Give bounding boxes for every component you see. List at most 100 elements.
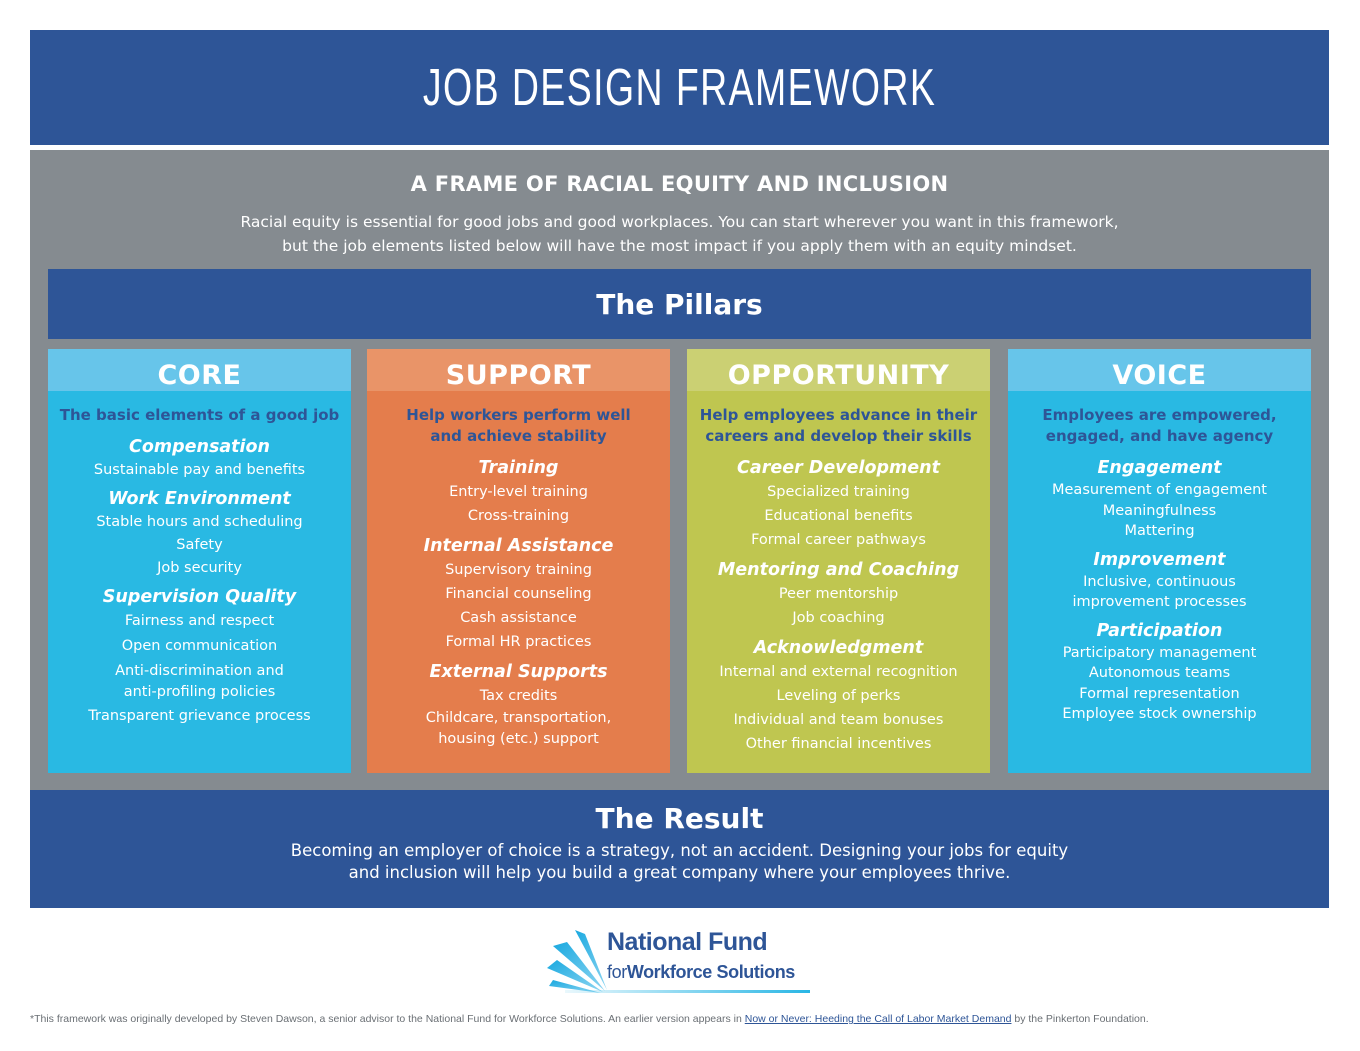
subtitle-line: careers and develop their skills: [705, 427, 972, 445]
category-improvement: Improvement Inclusive, continuous improv…: [1008, 548, 1311, 613]
list-item: Employee stock ownership: [1062, 706, 1257, 722]
pillar-voice: VOICE Employees are empowered, engaged, …: [1008, 349, 1311, 773]
page-title: JOB DESIGN FRAMEWORK: [422, 58, 937, 117]
pillar-subtitle: Help employees advance in their careers …: [687, 405, 990, 447]
result-banner: The Result Becoming an employer of choic…: [30, 790, 1329, 908]
frame-description-line: Racial equity is essential for good jobs…: [240, 213, 1119, 231]
result-description: Becoming an employer of choice is a stra…: [30, 840, 1329, 884]
list-item: Entry-level training: [449, 484, 588, 500]
list-item: Transparent grievance process: [88, 708, 311, 724]
subtitle-line: Help workers perform well: [406, 406, 631, 424]
category-mentoring-coaching: Mentoring and Coaching Peer mentorship J…: [687, 558, 990, 630]
category-title: External Supports: [429, 662, 608, 682]
list-item: Participatory management: [1062, 644, 1257, 661]
result-title: The Result: [595, 802, 764, 835]
logo-underline: [565, 990, 810, 993]
list-item: Open communication: [121, 638, 278, 654]
category-title: Improvement: [1093, 549, 1226, 570]
category-compensation: Compensation Sustainable pay and benefit…: [48, 435, 351, 481]
category-title: Internal Assistance: [423, 536, 614, 556]
list-item: Other financial incentives: [745, 736, 932, 752]
subtitle-line: The basic elements of a good job: [59, 406, 340, 424]
list-item: Stable hours and scheduling: [96, 514, 303, 530]
list-item: Safety: [176, 537, 223, 553]
logo-line2-prefix: for: [607, 962, 627, 982]
category-title: Training: [478, 458, 559, 478]
logo-line2: forWorkforce Solutions: [607, 962, 795, 983]
list-item: Formal HR practices: [445, 634, 592, 650]
list-item: Educational benefits: [764, 508, 913, 524]
list-item: Financial counseling: [445, 586, 592, 602]
category-supervision-quality: Supervision Quality Fairness and respect…: [48, 585, 351, 731]
frame-heading: A FRAME OF RACIAL EQUITY AND INCLUSION: [410, 172, 949, 196]
list-item: Leveling of perks: [776, 688, 901, 704]
logo-line1: National Fund: [607, 928, 768, 956]
list-item: housing (etc.) support: [438, 730, 599, 747]
list-item: Job security: [157, 560, 242, 576]
category-title: Supervision Quality: [102, 587, 297, 607]
list-item: Fairness and respect: [124, 613, 275, 629]
list-item: Anti-discrimination and: [115, 663, 284, 679]
category-work-environment: Work Environment Stable hours and schedu…: [48, 487, 351, 579]
subtitle-line: engaged, and have agency: [1045, 427, 1274, 445]
frame-description: Racial equity is essential for good jobs…: [30, 210, 1329, 258]
footnote-text: *This framework was originally developed…: [30, 1013, 745, 1025]
list-item: Tax credits: [479, 688, 558, 704]
list-item: Childcare, transportation,: [425, 710, 612, 726]
footnote: *This framework was originally developed…: [30, 1013, 1330, 1025]
category-title: Compensation: [128, 437, 271, 457]
list-item: Cash assistance: [460, 610, 577, 626]
list-item: Individual and team bonuses: [733, 712, 944, 728]
category-title: Career Development: [737, 458, 940, 478]
footnote-link[interactable]: Now or Never: Heeding the Call of Labor …: [744, 1013, 1012, 1025]
pillar-support: SUPPORT Help workers perform well and ac…: [367, 349, 670, 773]
pillar-subtitle: Help workers perform well and achieve st…: [367, 405, 670, 447]
national-fund-logo: National Fund forWorkforce Solutions: [545, 928, 820, 998]
list-item: Sustainable pay and benefits: [93, 462, 306, 478]
list-item: Peer mentorship: [778, 586, 899, 602]
list-item: Cross-training: [467, 508, 570, 524]
subtitle-line: Help employees advance in their: [699, 406, 978, 424]
list-item: Mattering: [1124, 523, 1195, 539]
sunburst-logo-icon: [547, 930, 607, 993]
pillar-voice-header: VOICE: [1008, 349, 1311, 391]
list-item: Inclusive, continuous: [1083, 573, 1236, 590]
pillar-opportunity-header: OPPORTUNITY: [687, 349, 990, 391]
list-item: Autonomous teams: [1088, 665, 1231, 681]
list-item: improvement processes: [1072, 594, 1247, 610]
list-item: Specialized training: [767, 484, 910, 500]
pillar-support-header: SUPPORT: [367, 349, 670, 391]
category-internal-assistance: Internal Assistance Supervisory training…: [367, 534, 670, 654]
pillars-title: The Pillars: [596, 287, 763, 321]
category-training: Training Entry-level training Cross-trai…: [367, 456, 670, 528]
category-title: Work Environment: [108, 489, 291, 509]
category-title: Acknowledgment: [753, 638, 924, 658]
category-participation: Participation Participatory management A…: [1008, 619, 1311, 725]
list-item: Formal career pathways: [751, 532, 926, 548]
list-item: Job coaching: [792, 610, 885, 626]
subtitle-line: and achieve stability: [430, 427, 607, 445]
list-item: Formal representation: [1079, 685, 1240, 702]
category-title: Engagement: [1097, 458, 1222, 478]
pillar-core-header: CORE: [48, 349, 351, 391]
frame-description-line: but the job elements listed below will h…: [282, 237, 1077, 255]
list-item: Internal and external recognition: [719, 664, 958, 680]
list-item: anti-profiling policies: [123, 683, 276, 700]
category-title: Participation: [1096, 620, 1223, 641]
result-description-line: and inclusion will help you build a grea…: [348, 863, 1011, 882]
result-description-line: Becoming an employer of choice is a stra…: [290, 841, 1069, 860]
list-item: Supervisory training: [445, 562, 592, 578]
title-banner: JOB DESIGN FRAMEWORK: [30, 30, 1329, 145]
logo-line2-main: Workforce Solutions: [626, 962, 795, 982]
pillar-subtitle: The basic elements of a good job: [48, 405, 351, 426]
category-external-supports: External Supports Tax credits Childcare,…: [367, 660, 670, 749]
subtitle-line: Employees are empowered,: [1042, 406, 1277, 424]
list-item: Measurement of engagement: [1052, 482, 1267, 498]
footnote-text: by the Pinkerton Foundation.: [1011, 1013, 1149, 1025]
list-item: Meaningfulness: [1102, 502, 1217, 519]
equity-frame: A FRAME OF RACIAL EQUITY AND INCLUSION R…: [30, 150, 1329, 790]
category-acknowledgment: Acknowledgment Internal and external rec…: [687, 636, 990, 756]
category-career-development: Career Development Specialized training …: [687, 456, 990, 552]
pillar-opportunity: OPPORTUNITY Help employees advance in th…: [687, 349, 990, 773]
pillars-banner: The Pillars: [48, 269, 1311, 339]
